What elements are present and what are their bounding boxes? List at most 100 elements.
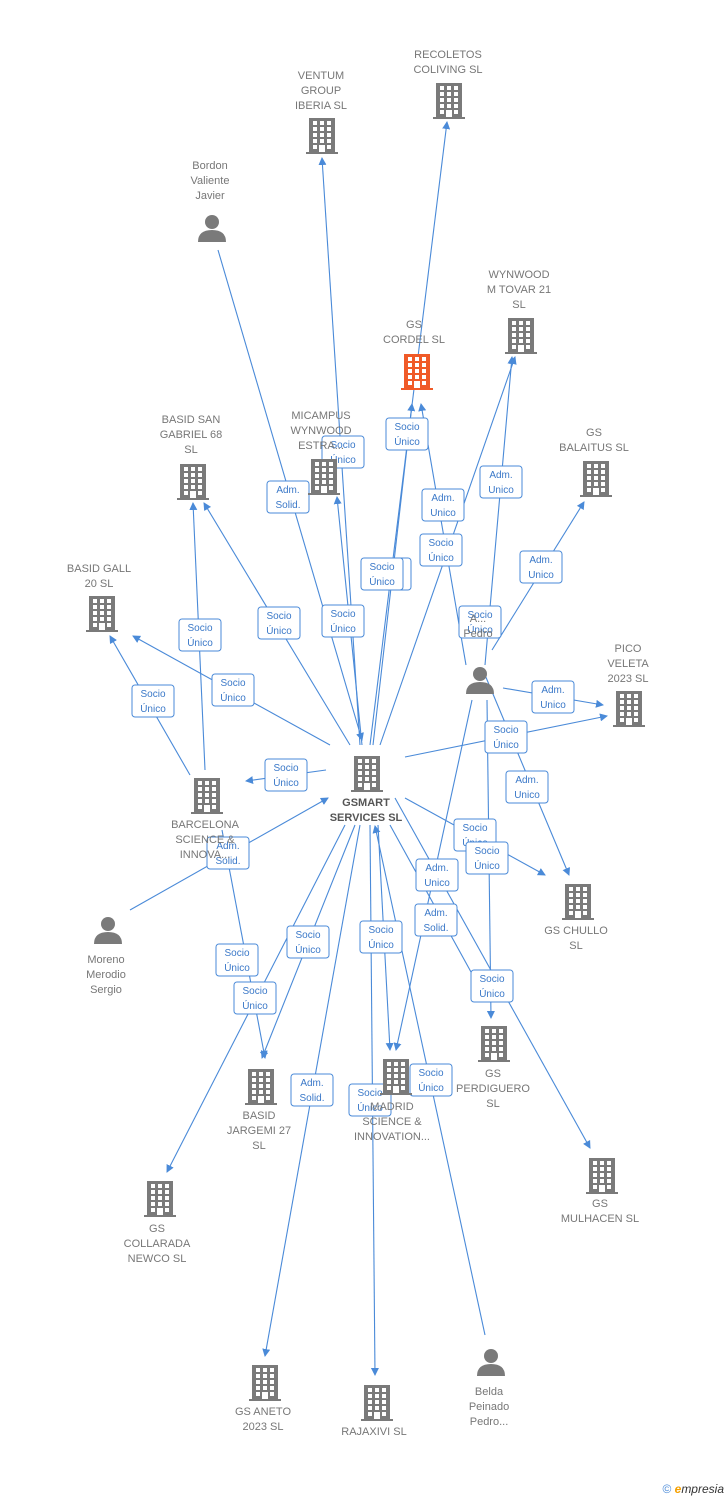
edge-label-text: Socio [220, 678, 245, 689]
edge-label-text: Único [479, 987, 505, 1000]
edge-label[interactable]: Adm.Unico [505, 770, 549, 804]
node-label: COLIVING SL [413, 64, 482, 76]
edge-label-text: Unico [528, 570, 554, 581]
node-label: GS [592, 1198, 608, 1210]
company-node-micampus[interactable]: MICAMPUSWYNWOODESTRA... [290, 410, 352, 495]
node-label: Pedro [463, 628, 492, 640]
edge-label-text: Socio [428, 538, 453, 549]
node-label: Sergio [90, 984, 122, 996]
edge-label[interactable]: Adm.Unico [531, 680, 575, 714]
edge-label-box [206, 836, 250, 870]
building-icon [191, 778, 223, 814]
company-node-rajaxivi[interactable]: RAJAXIVI SL [341, 1385, 407, 1438]
edge-label[interactable]: Adm.Solid. [266, 480, 310, 514]
footer-brand[interactable]: © empresia [662, 1482, 724, 1496]
node-label: Valiente [191, 175, 230, 187]
edge-label-box [290, 1073, 334, 1107]
node-label: RAJAXIVI SL [341, 1426, 406, 1438]
edge-label-text: Unico [430, 508, 456, 519]
edge-label-text: Solid. [423, 923, 448, 934]
edge-label-text: Único [330, 622, 356, 635]
node-label: SL [569, 940, 582, 952]
node-label: VENTUM [298, 70, 344, 82]
edge-label-text: Socio [330, 440, 355, 451]
node-label: RECOLETOS [414, 49, 482, 61]
edge-label-box [479, 465, 523, 499]
person-node-belda[interactable]: BeldaPeinadoPedro... [469, 1349, 509, 1428]
node-label: BASID [242, 1110, 275, 1122]
company-node-basidgall[interactable]: BASID GALL 20 SL [67, 563, 131, 632]
edge-label[interactable]: Adm.Unico [519, 550, 563, 584]
copyright-symbol: © [662, 1482, 672, 1496]
edge-label[interactable]: Adm.Solid. [414, 903, 458, 937]
edge-label-box [286, 925, 330, 959]
edge-label-text: Socio [273, 763, 298, 774]
building-icon [586, 1158, 618, 1194]
edge-label[interactable]: Adm.Solid. [290, 1073, 334, 1107]
edge-label-text: Único [369, 575, 395, 588]
edge-label[interactable]: Adm.Solid. [206, 836, 250, 870]
person-icon [466, 667, 494, 694]
building-icon [308, 459, 340, 495]
building-icon [380, 1059, 412, 1095]
node-label: WYNWOOD [290, 425, 351, 437]
person-node-pedro[interactable]: A...Pedro [463, 613, 494, 694]
company-node-recoletos[interactable]: RECOLETOS COLIVING SL [413, 49, 483, 119]
node-label: Moreno [87, 954, 124, 966]
node-label: 20 SL [85, 578, 114, 590]
building-icon [177, 464, 209, 500]
node-label: BASID SAN [162, 414, 221, 426]
edge-label-text: Socio [357, 1088, 382, 1099]
node-label: GROUP [301, 85, 341, 97]
edge-label[interactable]: Adm.Unico [421, 488, 465, 522]
edge-label[interactable]: Adm.Unico [479, 465, 523, 499]
building-icon [478, 1026, 510, 1062]
edge-label-text: Adm. [276, 485, 299, 496]
node-label: BASID GALL [67, 563, 131, 575]
edge-label[interactable]: Adm.Unico [415, 858, 459, 892]
node-label: PICO [615, 643, 642, 655]
edge-label-box [321, 604, 365, 638]
edge-label-box [419, 533, 463, 567]
node-label: NEWCO SL [128, 1253, 187, 1265]
edge-label-text: Único [493, 738, 519, 751]
edge-label-text: Único [357, 1101, 383, 1114]
